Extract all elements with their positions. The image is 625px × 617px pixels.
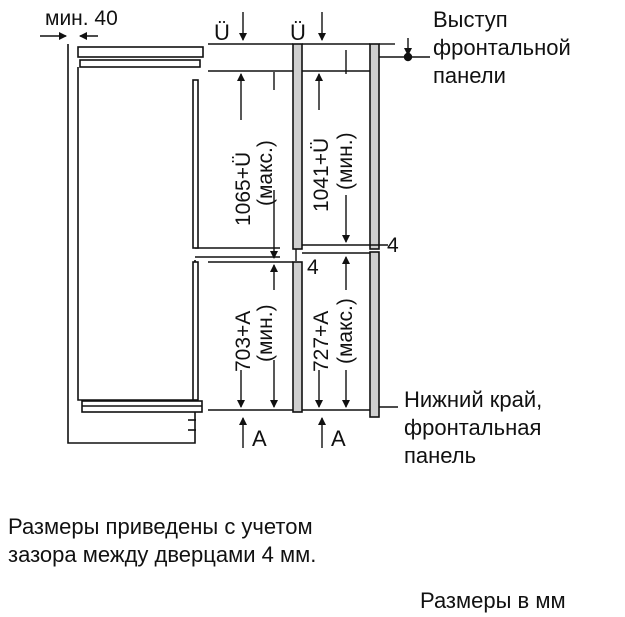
- front-panels: [292, 43, 380, 418]
- note-line: Размеры приведены с учетом: [8, 514, 313, 539]
- a-label-left: A: [252, 426, 267, 451]
- callout-leaders: [379, 38, 430, 408]
- dim-upper-left: 1065+Ü: [232, 152, 255, 226]
- dim-lower-left: 703+A: [232, 311, 255, 372]
- callout-front-panel-protrusion: Выступ фронтальной панели: [433, 6, 571, 90]
- dim-lower-right: 727+A: [310, 311, 333, 372]
- reference-lines: [208, 43, 395, 411]
- dim-lower-right-note: (макс.): [334, 298, 357, 364]
- appliance-body: [77, 67, 280, 431]
- callout-lower-edge: Нижний край, фронтальная панель: [404, 386, 542, 470]
- gap-label-right: 4: [387, 234, 399, 257]
- callout-line: панель: [404, 443, 477, 468]
- a-arrows: [239, 417, 326, 448]
- u-arrows: [239, 12, 326, 41]
- units-note: Размеры в мм: [420, 588, 566, 613]
- dimension-lines: [237, 50, 350, 408]
- callout-line: Выступ: [433, 7, 508, 32]
- callout-line: фронтальная: [404, 415, 542, 440]
- lower-door-panel-right: [369, 251, 380, 418]
- upper-door-panel-right: [369, 43, 380, 250]
- callout-line: панели: [433, 63, 506, 88]
- dim-upper-right-note: (мин.): [334, 132, 357, 190]
- dim-upper-right: 1041+Ü: [310, 138, 333, 212]
- lower-door-panel-left: [292, 261, 303, 413]
- dim-lower-left-note: (мин.): [254, 304, 277, 362]
- dim-upper-left-note: (макс.): [254, 140, 277, 206]
- callout-line: фронтальной: [433, 35, 571, 60]
- u-label-left: Ü: [214, 20, 230, 45]
- cabinet-outline: [67, 44, 204, 444]
- callout-line: Нижний край,: [404, 387, 543, 412]
- gap-note: Размеры приведены с учетом зазора между …: [8, 513, 316, 569]
- min-gap-label: мин. 40: [45, 7, 118, 30]
- a-label-right: A: [331, 426, 346, 451]
- note-line: зазора между дверцами 4 мм.: [8, 542, 317, 567]
- gap-label-mid: 4: [307, 256, 319, 279]
- u-label-right: Ü: [290, 20, 306, 45]
- upper-door-panel-left: [292, 43, 303, 250]
